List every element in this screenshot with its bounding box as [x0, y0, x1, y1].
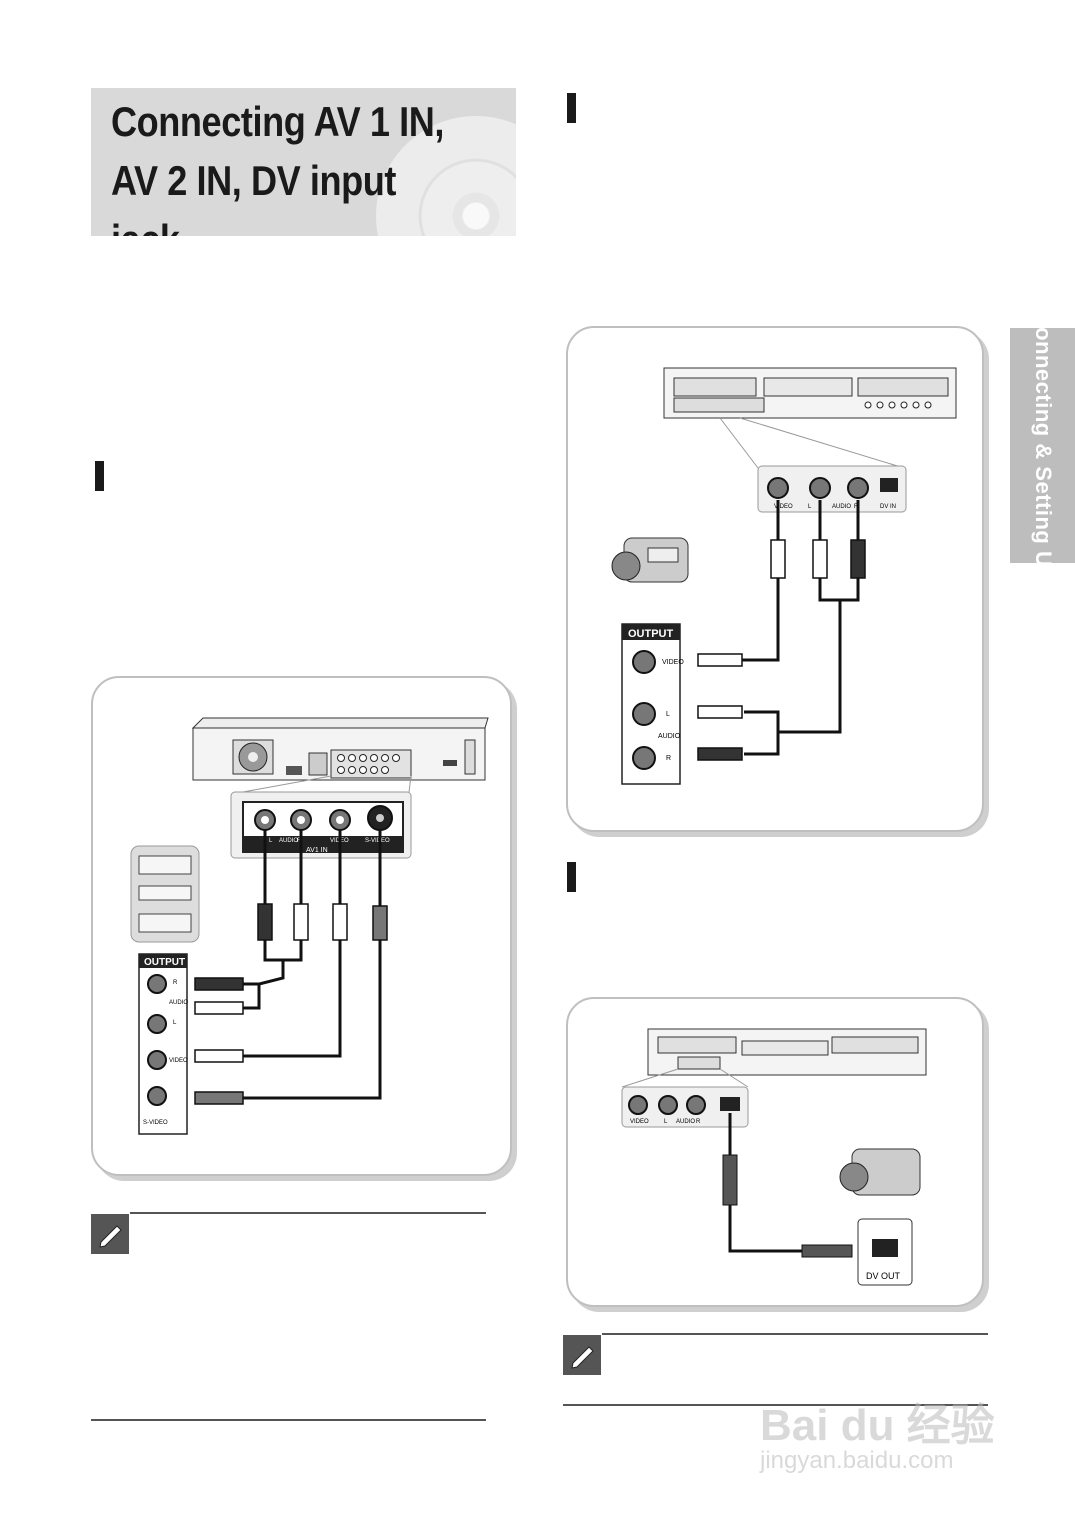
- camcorder-icon-2: [839, 1148, 921, 1196]
- note-pencil-icon: [91, 1214, 129, 1254]
- section-marker: [95, 461, 104, 491]
- note-rule-bottom-2: [563, 1404, 988, 1406]
- av1-in-label: AV1 IN: [306, 847, 328, 854]
- output-label-video: VIDEO: [169, 1058, 188, 1064]
- dv-front-label-l: L: [664, 1119, 668, 1125]
- front-label-audio: AUDIO: [832, 504, 851, 510]
- front-label-dv-in: DV IN: [880, 504, 896, 510]
- output-label-svideo: S-VIDEO: [143, 1120, 168, 1126]
- note-pencil-icon-2: [563, 1335, 601, 1375]
- jack-label-audio: AUDIO: [279, 838, 298, 844]
- chapter-side-tab: Connecting & Setting Up: [1010, 310, 1075, 581]
- page-title: Connecting AV 1 IN, AV 2 IN, DV input ja…: [111, 98, 444, 236]
- output-label-r: R: [173, 980, 178, 986]
- output-label-l: L: [173, 1020, 177, 1026]
- output2-label-audio: AUDIO: [658, 733, 681, 740]
- recorder-rear-icon: [191, 717, 489, 781]
- note-rule-top: [130, 1212, 486, 1214]
- dv-front-label-r: R: [696, 1119, 701, 1125]
- dv-connection-diagram: VIDEO L AUDIO R DV OUT: [621, 1028, 927, 1286]
- diagram-panel-av1: L AUDIO R VIDEO S-VIDEO AV1 IN OUTPUT: [91, 676, 512, 1176]
- diagram-panel-av2: VIDEO L AUDIO R DV IN OUTPUT VIDEO L AUD…: [566, 326, 984, 832]
- note-rule-top-2: [602, 1333, 988, 1335]
- output-label: OUTPUT: [144, 957, 185, 968]
- side-tab-label: Connecting & Setting Up: [1030, 310, 1056, 581]
- note-rule-bottom: [91, 1419, 486, 1421]
- recorder-front-icon-2: [647, 1028, 927, 1076]
- output-label-audio: AUDIO: [169, 1000, 188, 1006]
- diagram-panel-dv: VIDEO L AUDIO R DV OUT: [566, 997, 984, 1307]
- jack-label-svideo: S-VIDEO: [365, 838, 390, 844]
- av2-connection-diagram: VIDEO L AUDIO R DV IN OUTPUT VIDEO L AUD…: [611, 367, 957, 785]
- camcorder-icon: [611, 537, 689, 583]
- output2-label-l: L: [666, 711, 670, 718]
- front-label-video: VIDEO: [774, 504, 793, 510]
- dv-front-label-video: VIDEO: [630, 1119, 649, 1125]
- output2-label-video: VIDEO: [662, 659, 684, 666]
- output2-label-r: R: [666, 755, 671, 762]
- dv-front-label-audio: AUDIO: [676, 1119, 695, 1125]
- av1-connection-diagram: L AUDIO R VIDEO S-VIDEO AV1 IN OUTPUT: [130, 717, 489, 1135]
- recorder-front-icon: [663, 367, 957, 419]
- watermark-brand: Bai du 经验: [760, 1401, 995, 1450]
- output-label-2: OUTPUT: [628, 628, 674, 640]
- dv-out-label: DV OUT: [866, 1271, 901, 1281]
- jack-label-l: L: [269, 838, 273, 844]
- section-marker: [567, 93, 576, 123]
- section-marker: [567, 862, 576, 892]
- front-label-l: L: [808, 504, 812, 510]
- title-banner: Connecting AV 1 IN, AV 2 IN, DV input ja…: [91, 88, 516, 236]
- watermark: Bai du 经验 jingyan.baidu.com: [760, 1355, 1020, 1485]
- watermark-url: jingyan.baidu.com: [760, 1447, 954, 1474]
